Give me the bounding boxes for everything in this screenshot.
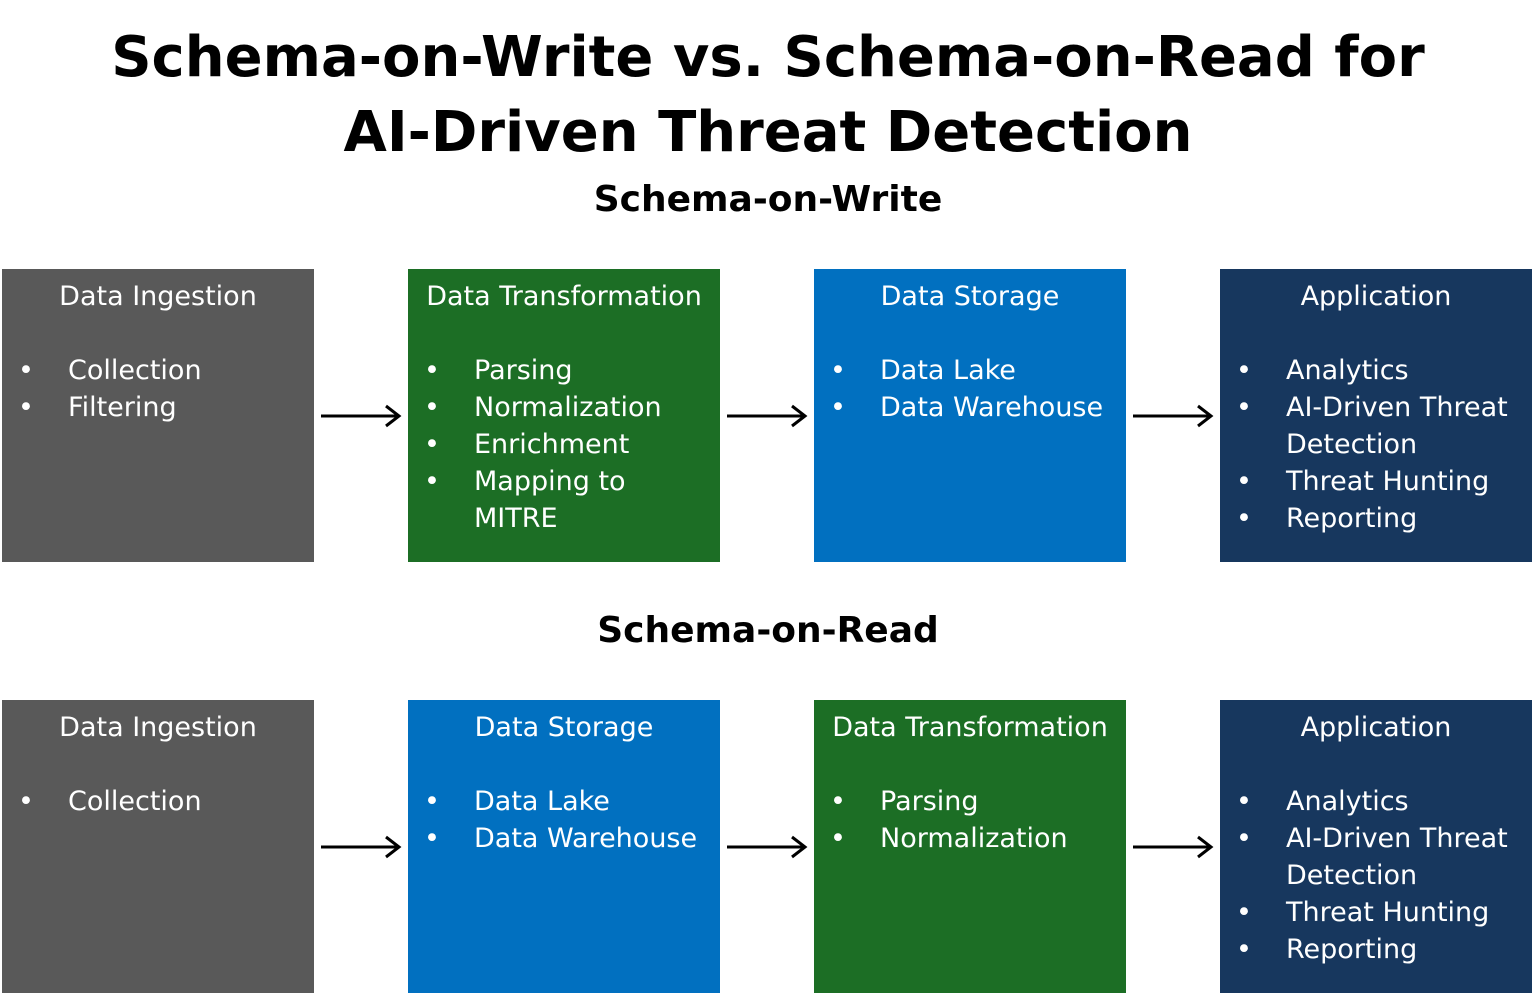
step-item: • Threat Hunting: [1220, 463, 1532, 500]
step-title: Data Transformation: [426, 281, 702, 312]
step-title: Data Storage: [474, 712, 654, 743]
step-item-text: AI-Driven Threat Detection: [1286, 392, 1508, 460]
step-item-text: Normalization: [880, 823, 1068, 854]
bullet-icon: •: [1236, 392, 1252, 423]
step-title: Data Ingestion: [59, 712, 257, 743]
step-title: Application: [1300, 712, 1452, 743]
step-item-text: Data Lake: [880, 355, 1016, 386]
bullet-icon: •: [830, 355, 846, 386]
step-item-text: Data Warehouse: [880, 392, 1104, 423]
step-item-text: Enrichment: [474, 429, 630, 460]
bullet-icon: •: [424, 466, 440, 497]
step-item: • Enrichment: [408, 426, 720, 463]
bullet-icon: •: [1236, 934, 1252, 965]
bullet-icon: •: [830, 392, 846, 423]
step-item-text: Collection: [68, 786, 202, 817]
bullet-icon: •: [1236, 466, 1252, 497]
step-item-list: • Analytics • AI-Driven Threat Detection •…: [1220, 783, 1532, 968]
step-item: • Data Lake: [814, 352, 1126, 389]
bullet-icon: •: [424, 429, 440, 460]
step-item-text: Parsing: [880, 786, 979, 817]
step-item-text: Mapping to MITRE: [474, 466, 626, 534]
step-item-text: Reporting: [1286, 503, 1418, 534]
step-item-text: Data Warehouse: [474, 823, 698, 854]
step-item: • Analytics: [1220, 352, 1532, 389]
right-arrow-icon: [727, 404, 808, 428]
step-item: • Data Warehouse: [408, 820, 720, 857]
step-item: • Parsing: [814, 783, 1126, 820]
bullet-icon: •: [830, 786, 846, 817]
step-item: • Reporting: [1220, 931, 1532, 968]
bullet-icon: •: [830, 823, 846, 854]
step-item: • Mapping to MITRE: [408, 463, 720, 537]
bullet-icon: •: [424, 786, 440, 817]
schema-on-read-step-1: Data Ingestion • Collection: [2, 700, 314, 993]
schema-on-read-step-3: Data Transformation • Parsing • Normalizat…: [814, 700, 1126, 993]
bullet-icon: •: [18, 355, 34, 386]
bullet-icon: •: [424, 823, 440, 854]
step-item-list: • Parsing • Normalization • Enrichment • Map…: [408, 352, 720, 537]
step-item-text: Reporting: [1286, 934, 1418, 965]
step-item: • Normalization: [408, 389, 720, 426]
step-item-text: Threat Hunting: [1286, 897, 1490, 928]
step-item-text: Threat Hunting: [1286, 466, 1490, 497]
schema-on-read-step-2: Data Storage • Data Lake • Data Warehouse: [408, 700, 720, 993]
right-arrow-icon: [321, 404, 402, 428]
schema-on-write-step-1: Data Ingestion • Collection • Filtering: [2, 269, 314, 562]
bullet-icon: •: [1236, 355, 1252, 386]
step-item-list: • Collection: [2, 783, 314, 820]
step-item: • Filtering: [2, 389, 314, 426]
step-item-text: Filtering: [68, 392, 177, 423]
right-arrow-icon: [1133, 404, 1214, 428]
step-item: • Parsing: [408, 352, 720, 389]
right-arrow-icon: [727, 835, 808, 859]
step-title: Data Ingestion: [59, 281, 257, 312]
step-item-text: Parsing: [474, 355, 573, 386]
step-item: • Threat Hunting: [1220, 894, 1532, 931]
bullet-icon: •: [1236, 897, 1252, 928]
schema-on-write-step-4: Application • Analytics • AI-Driven Threat…: [1220, 269, 1532, 562]
section-heading-schema-on-read: Schema-on-Read: [597, 610, 939, 651]
bullet-icon: •: [1236, 823, 1252, 854]
step-item-list: • Data Lake • Data Warehouse: [408, 783, 720, 857]
step-item: • AI-Driven Threat Detection: [1220, 389, 1532, 463]
right-arrow-icon: [321, 835, 402, 859]
step-item: • Analytics: [1220, 783, 1532, 820]
step-item-text: Analytics: [1286, 786, 1409, 817]
bullet-icon: •: [1236, 503, 1252, 534]
schema-on-write-step-3: Data Storage • Data Lake • Data Warehouse: [814, 269, 1126, 562]
step-item-list: • Collection • Filtering: [2, 352, 314, 426]
step-item: • Data Warehouse: [814, 389, 1126, 426]
step-title: Application: [1300, 281, 1452, 312]
step-item-list: • Data Lake • Data Warehouse: [814, 352, 1126, 426]
step-item-text: Collection: [68, 355, 202, 386]
step-item: • Normalization: [814, 820, 1126, 857]
step-title: Data Storage: [880, 281, 1060, 312]
step-item-text: AI-Driven Threat Detection: [1286, 823, 1508, 891]
section-heading-schema-on-write: Schema-on-Write: [593, 179, 943, 220]
main-title-line-2: AI-Driven Threat Detection: [343, 100, 1193, 165]
step-item: • Data Lake: [408, 783, 720, 820]
step-item-text: Data Lake: [474, 786, 610, 817]
bullet-icon: •: [1236, 786, 1252, 817]
step-item: • Collection: [2, 352, 314, 389]
schema-on-read-step-4: Application • Analytics • AI-Driven Threat…: [1220, 700, 1532, 993]
step-item-list: • Analytics • AI-Driven Threat Detection •…: [1220, 352, 1532, 537]
bullet-icon: •: [18, 392, 34, 423]
step-item: • Collection: [2, 783, 314, 820]
schema-on-write-step-2: Data Transformation • Parsing • Normalizat…: [408, 269, 720, 562]
step-item-text: Normalization: [474, 392, 662, 423]
step-item-text: Analytics: [1286, 355, 1409, 386]
bullet-icon: •: [424, 355, 440, 386]
bullet-icon: •: [424, 392, 440, 423]
main-title-line-1: Schema-on-Write vs. Schema-on-Read for: [111, 25, 1425, 90]
step-item: • Reporting: [1220, 500, 1532, 537]
bullet-icon: •: [18, 786, 34, 817]
step-item-list: • Parsing • Normalization: [814, 783, 1126, 857]
step-title: Data Transformation: [832, 712, 1108, 743]
step-item: • AI-Driven Threat Detection: [1220, 820, 1532, 894]
right-arrow-icon: [1133, 835, 1214, 859]
